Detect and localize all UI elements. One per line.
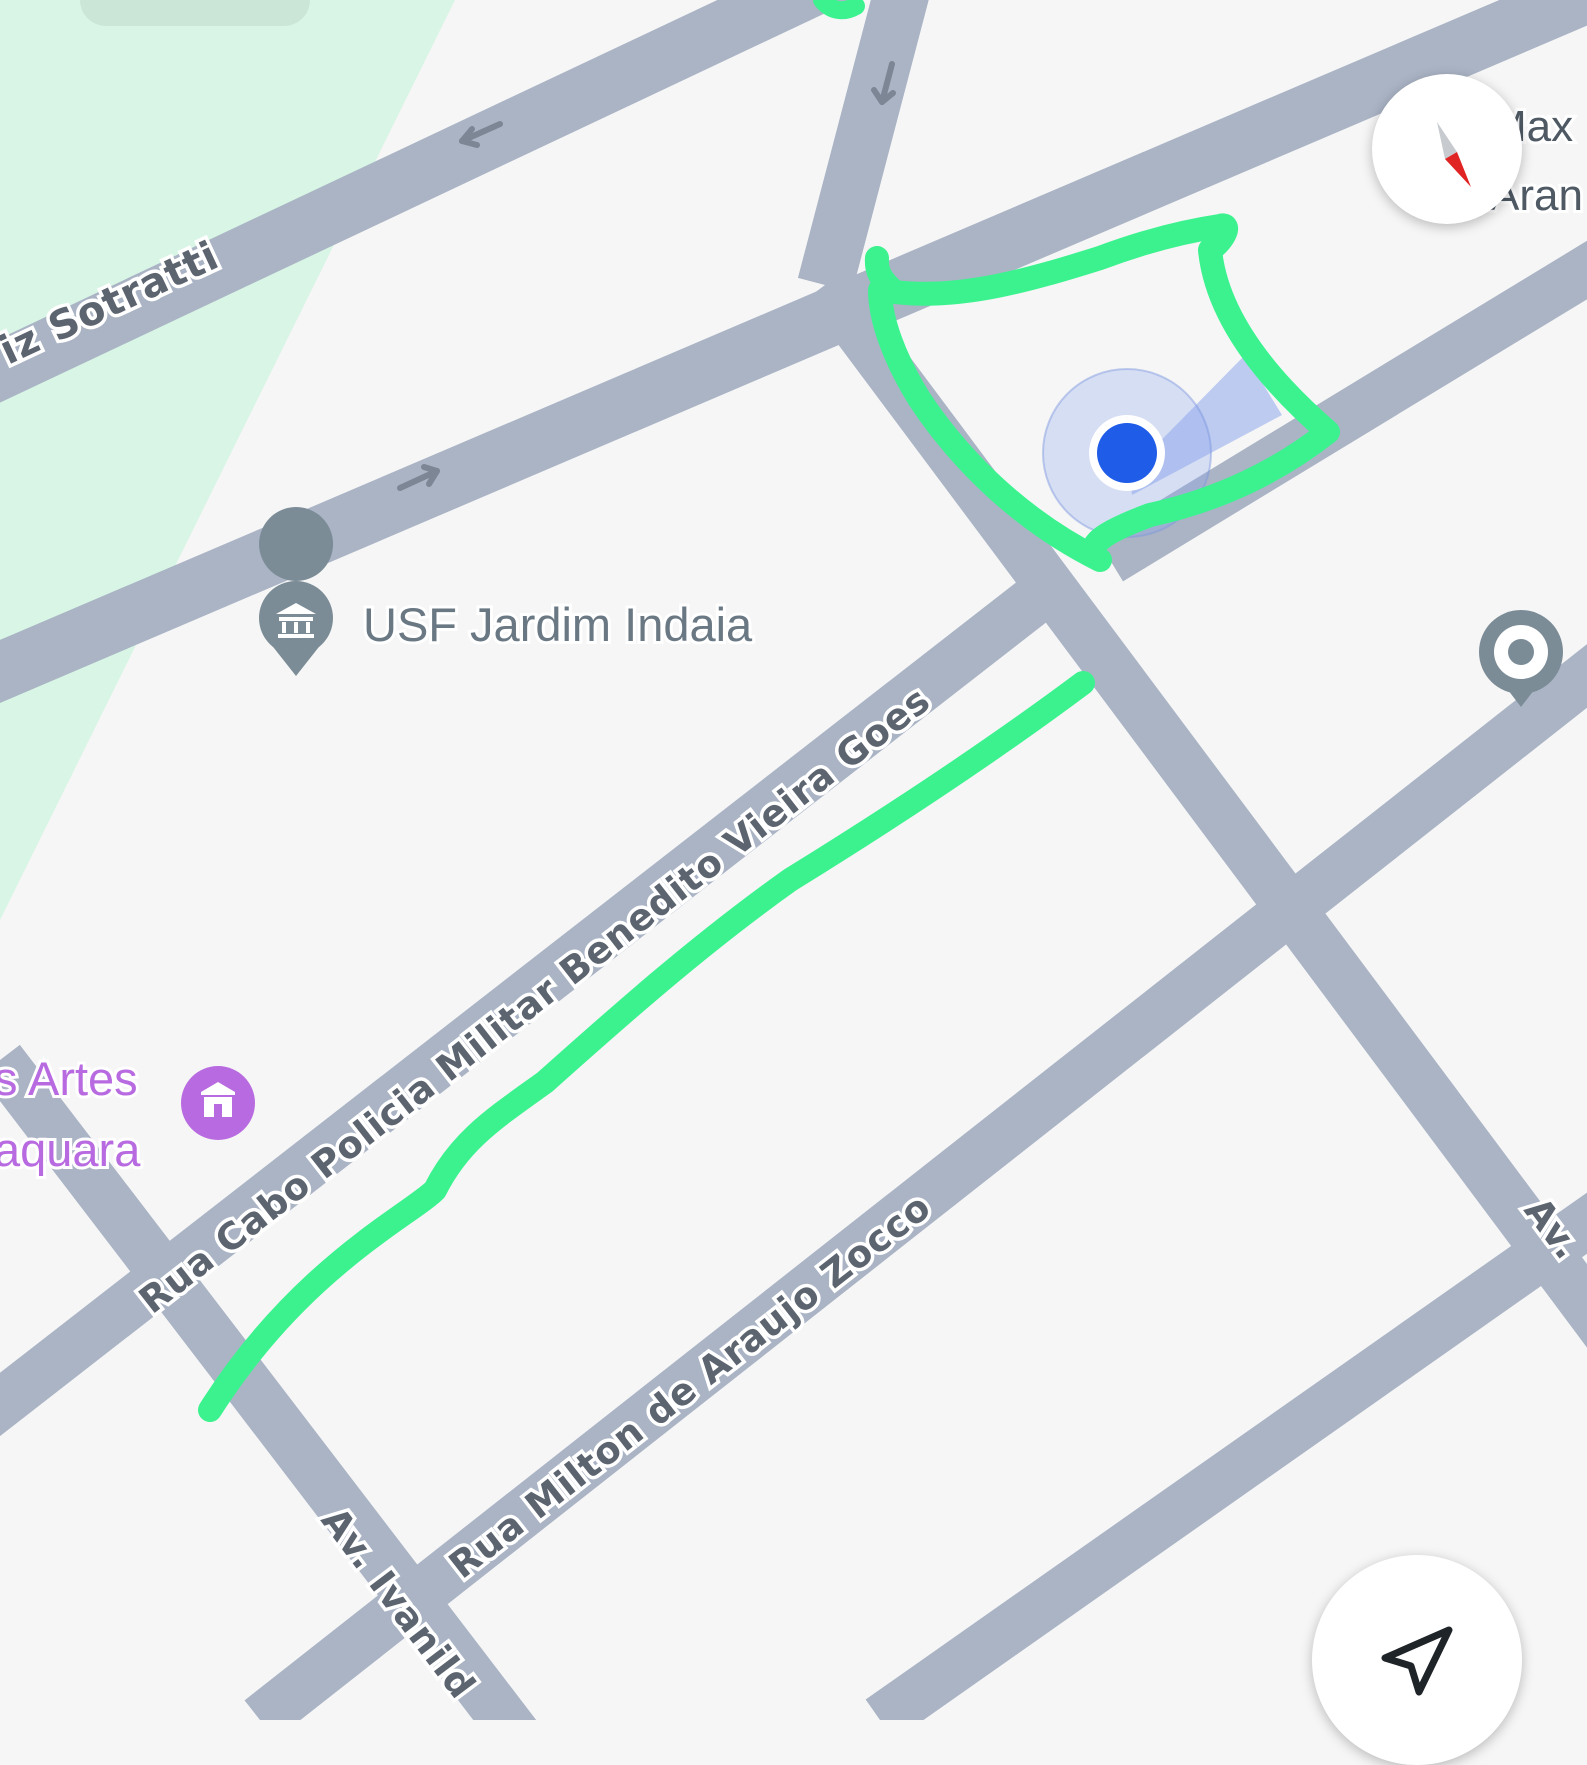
road-luiz-sotratti	[0, 0, 854, 403]
one-way-arrows	[397, 61, 896, 491]
arts-place-label-line1[interactable]: s Artes	[0, 1049, 141, 1108]
government-building-icon	[259, 507, 334, 676]
annotation-underline	[198, 671, 1095, 1422]
my-location-button[interactable]	[1312, 1555, 1522, 1765]
current-location[interactable]	[1042, 355, 1282, 538]
one-way-arrow	[871, 61, 896, 105]
compass-icon	[1437, 122, 1471, 187]
one-way-arrow	[459, 121, 503, 148]
annotation-circle	[864, 213, 1340, 572]
heading-beam	[1130, 355, 1282, 495]
road-lower-right	[865, 1192, 1587, 1741]
compass-button[interactable]	[1372, 74, 1522, 224]
map-pin-marker[interactable]	[1479, 610, 1563, 707]
usf-place-label[interactable]: USF Jardim Indaia	[360, 595, 756, 654]
road-av-ivanilda	[0, 1044, 540, 1756]
top-edge-shadow	[80, 0, 310, 26]
arts-place-marker[interactable]	[181, 1066, 255, 1140]
road-top-arterial	[0, 0, 1587, 703]
hand-drawn-annotations	[198, 213, 1340, 1422]
one-way-arrow	[397, 464, 440, 491]
street-label-cabo-policia: Rua Cabo Policia Militar Benedito Vieira…	[131, 678, 938, 1322]
annotation-top-fragment	[813, 0, 865, 20]
navigation-arrow-icon	[1381, 1626, 1453, 1696]
road-north-vertical	[797, 0, 929, 293]
park-area	[0, 0, 455, 920]
arts-place-label-line2[interactable]: aquara	[0, 1120, 144, 1179]
usf-place-marker[interactable]	[259, 507, 334, 676]
location-dot	[1097, 423, 1157, 483]
road-milton-zocco	[244, 644, 1587, 1740]
street-label-milton-zocco: Rua Milton de Araujo Zocco	[441, 1185, 939, 1587]
